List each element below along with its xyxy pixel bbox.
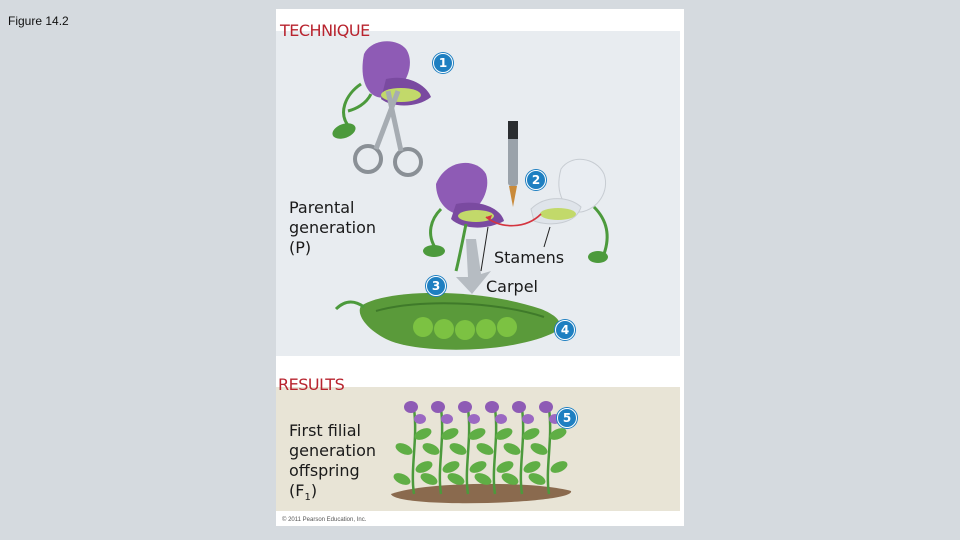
f1-plant [393,401,433,495]
down-arrow-icon [456,239,491,294]
copyright-notice: © 2011 Pearson Education, Inc. [282,517,367,523]
f1-generation-label: First filial generation offspring (F1) [289,421,377,504]
technique-title: TECHNIQUE [280,21,370,40]
f1-plant [501,401,541,495]
pea-pod [334,292,560,350]
step-2-badge: 2 [526,170,546,190]
f1-plant [447,401,487,495]
scissors-icon [353,90,423,177]
soil [391,483,572,504]
step-5-badge: 5 [557,408,577,428]
pollen-transfer-arrow [485,213,542,227]
f1-plant [420,401,460,495]
f1-plant [474,401,514,495]
stamens-label: Stamens [494,248,565,267]
figure-panel: TECHNIQUE RESULTS Parental generation (P… [276,9,684,526]
figure-label: Figure 14.2 [8,14,69,28]
step-3-badge: 3 [426,276,446,296]
f1-plants [393,401,568,495]
carpel-label: Carpel [486,277,538,296]
purple-flower-cut [332,41,431,139]
paintbrush-icon [508,121,518,207]
purple-flower-recipient [423,162,504,272]
step-1-badge: 1 [433,53,453,73]
results-title: RESULTS [278,375,345,394]
f1-plant [528,401,568,495]
white-flower-donor [530,159,609,263]
parental-generation-label: Parental generation (P) [289,198,377,257]
illustration [332,41,609,504]
step-4-badge: 4 [555,320,575,340]
